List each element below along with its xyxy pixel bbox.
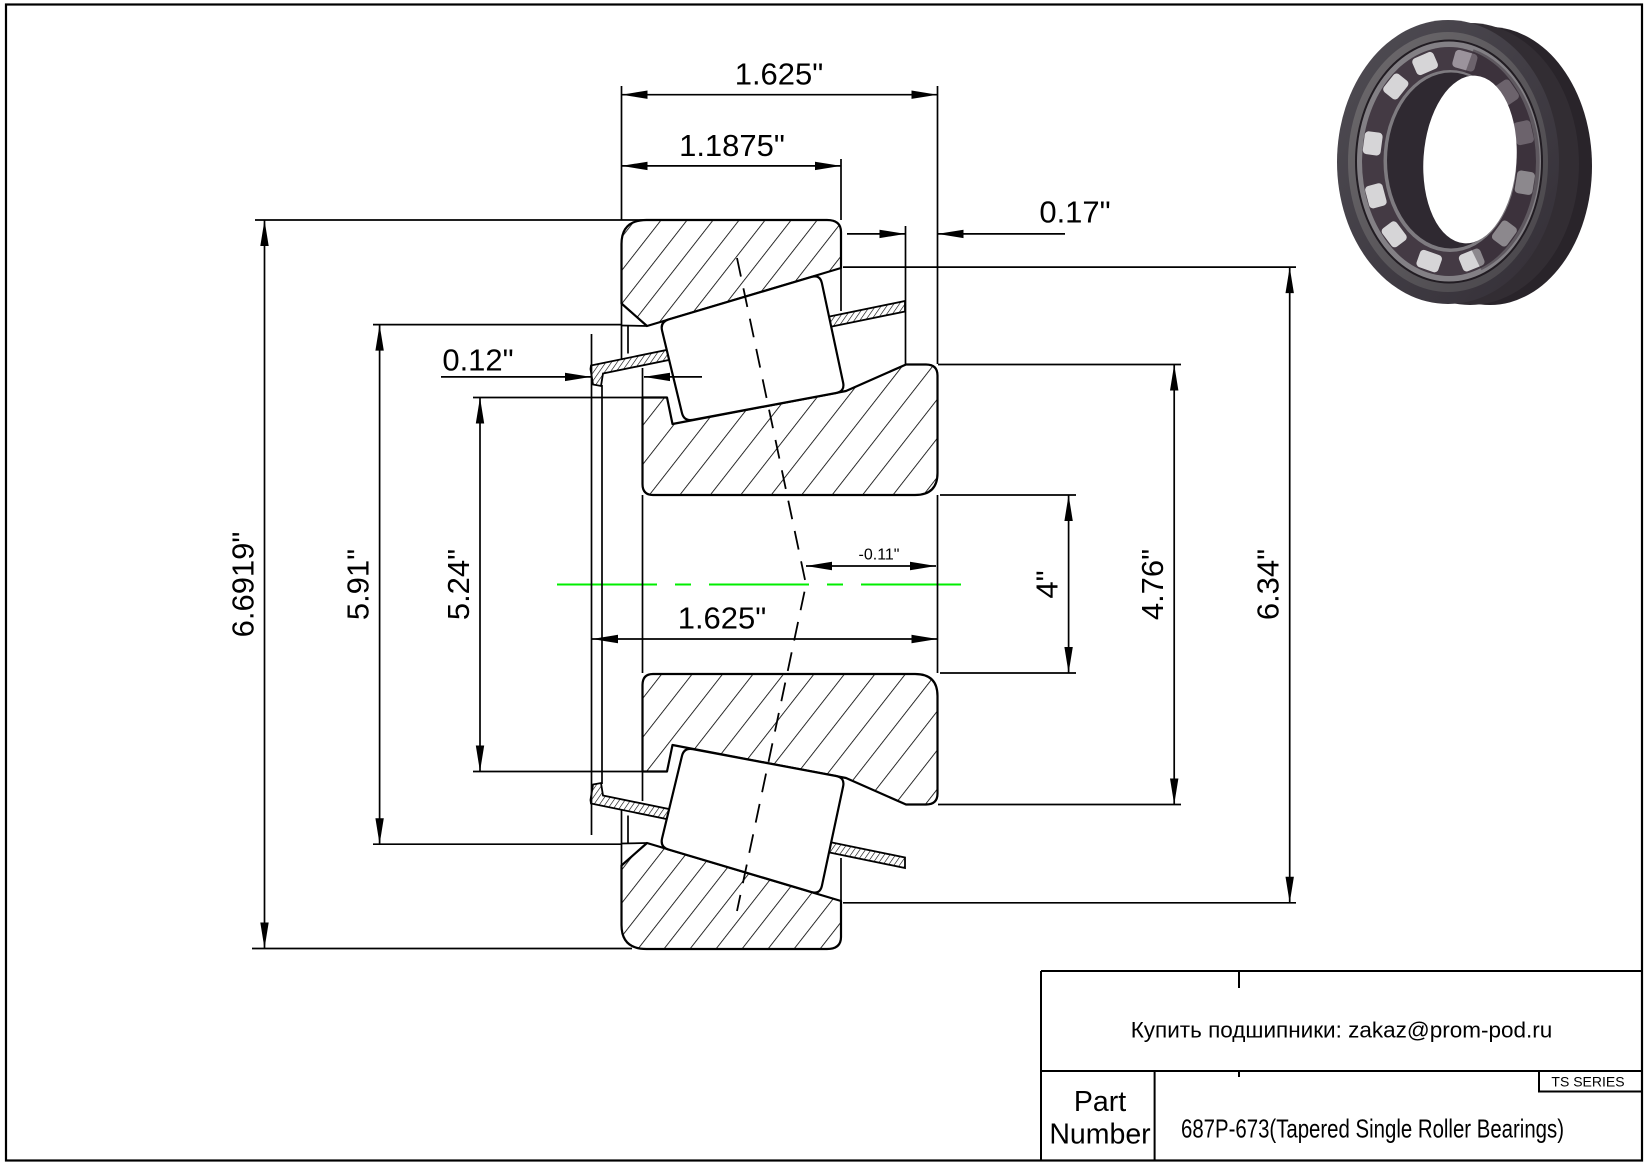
svg-text:6.34": 6.34" [1251,549,1286,620]
svg-text:0.17": 0.17" [1039,195,1110,230]
svg-text:1.625": 1.625" [678,601,767,636]
svg-text:Part: Part [1074,1086,1126,1118]
svg-text:0.12": 0.12" [442,343,513,378]
svg-text:6.6919": 6.6919" [226,532,261,638]
svg-text:5.24": 5.24" [441,549,476,620]
svg-text:687P-673(Tapered Single Roller: 687P-673(Tapered Single Roller Bearings) [1181,1114,1564,1144]
svg-text:5.91": 5.91" [341,549,376,620]
svg-text:Купить подшипники: zakaz@prom-: Купить подшипники: zakaz@prom-pod.ru [1131,1018,1553,1043]
svg-text:TS SERIES: TS SERIES [1551,1074,1624,1090]
svg-text:4": 4" [1030,570,1065,598]
svg-text:Number: Number [1049,1119,1151,1151]
svg-text:4.76": 4.76" [1135,549,1170,620]
svg-text:1.625": 1.625" [735,57,824,92]
svg-text:-0.11": -0.11" [859,547,900,564]
svg-text:1.1875": 1.1875" [679,128,785,163]
